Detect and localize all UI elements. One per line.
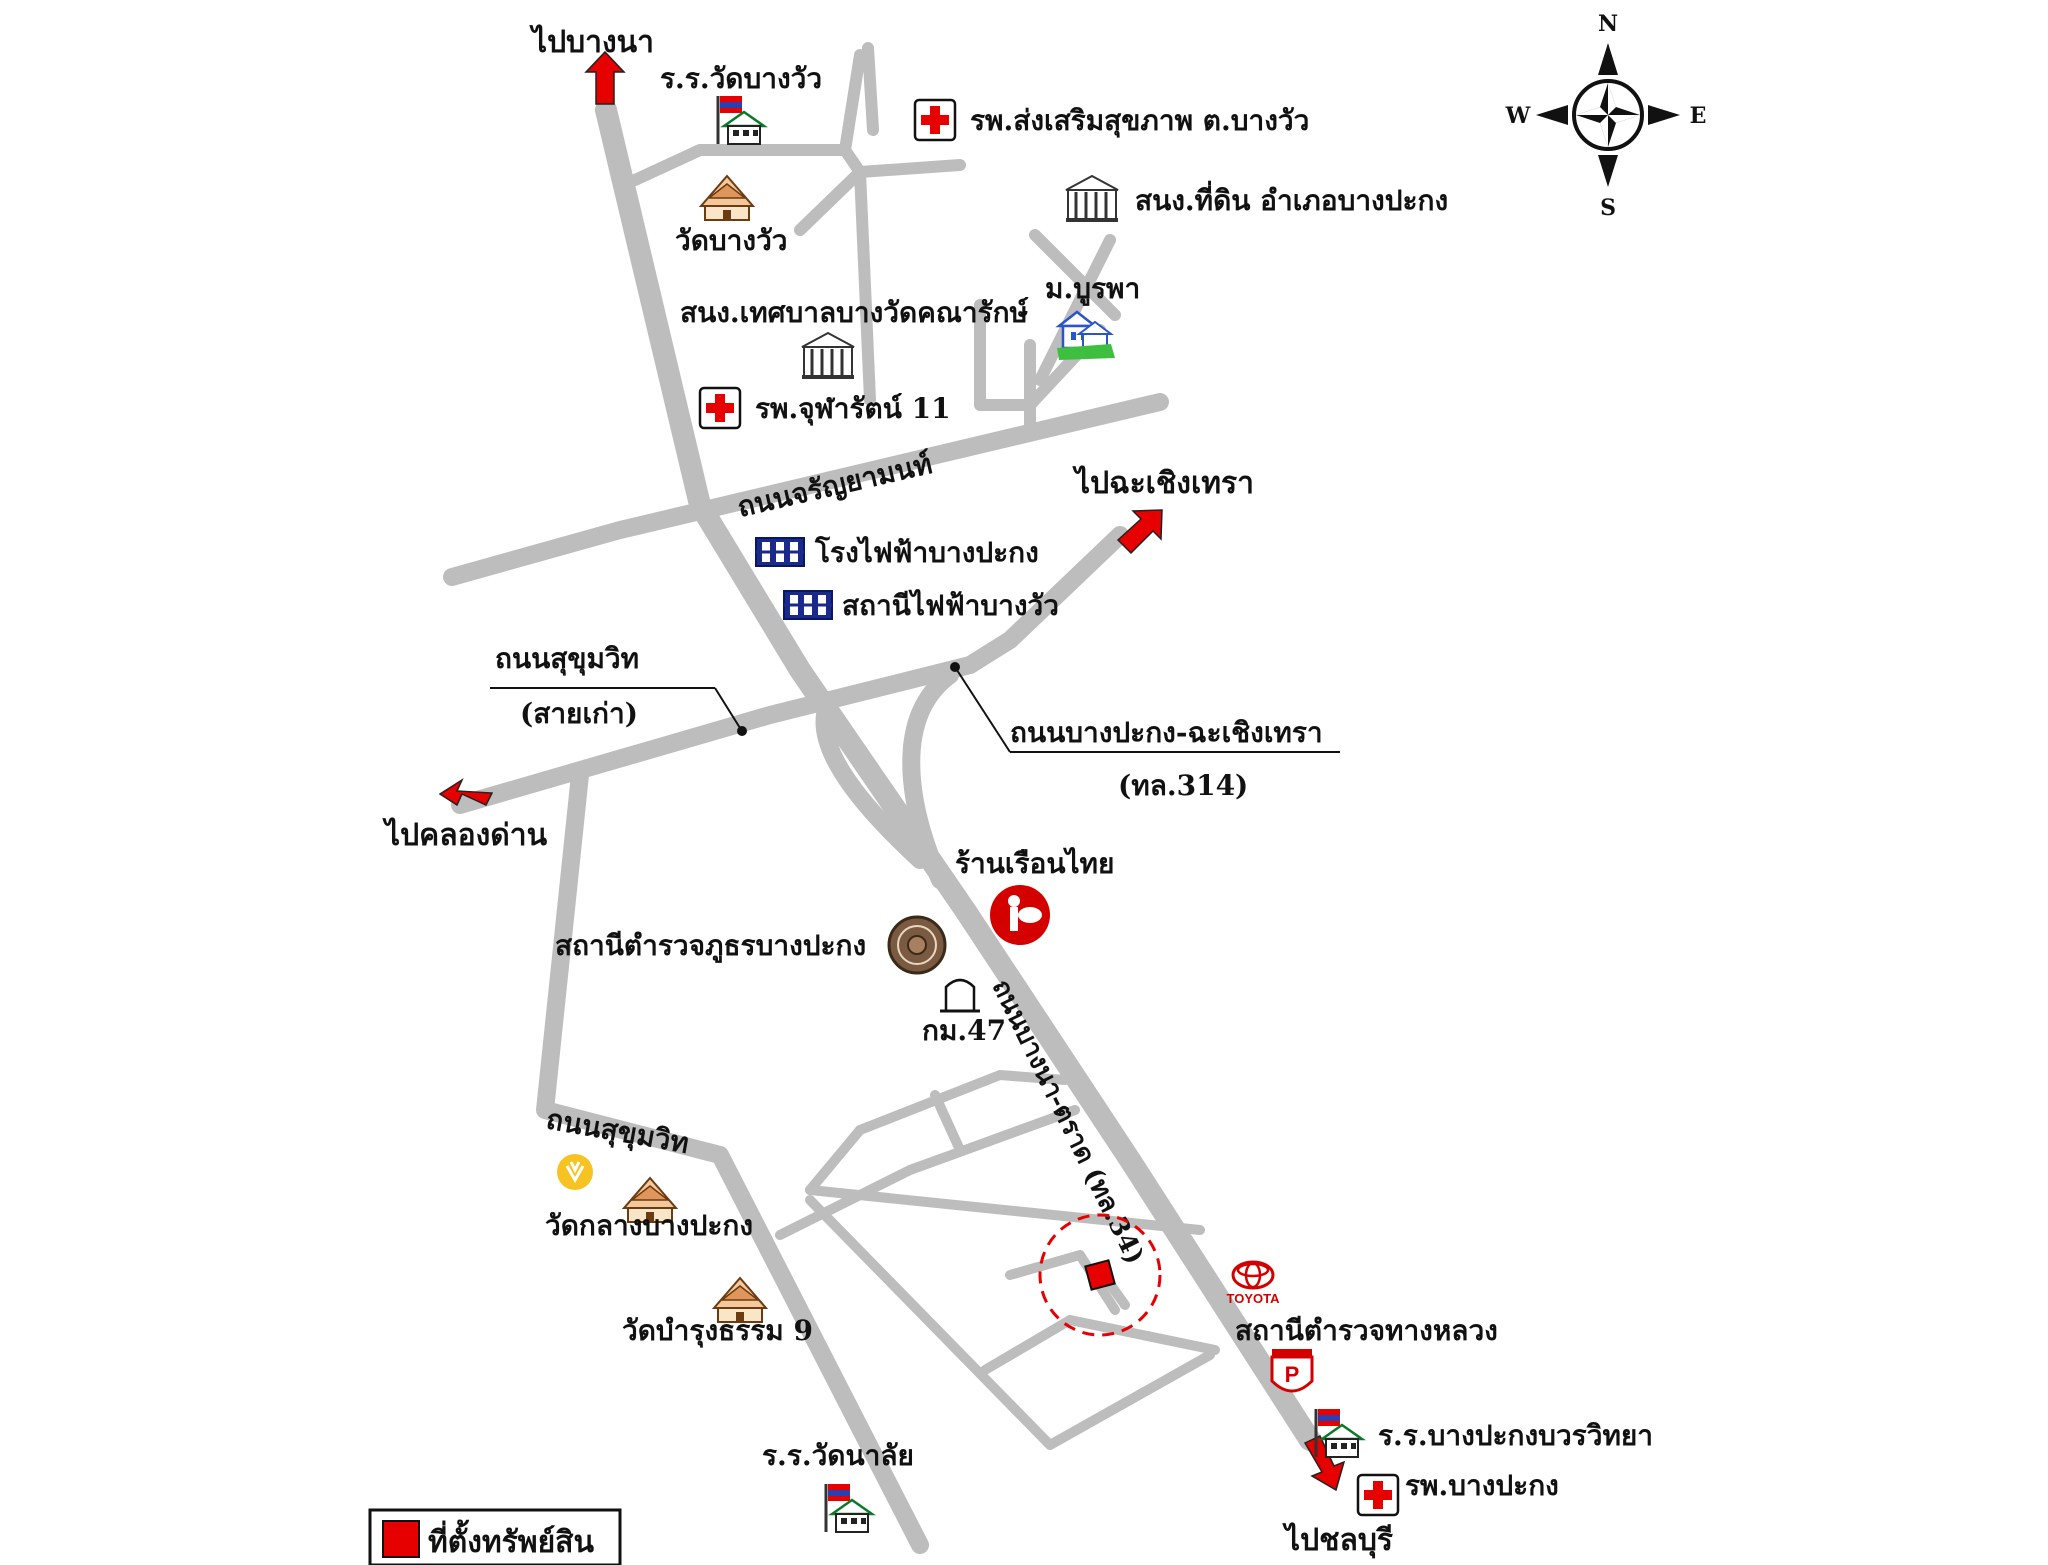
label-km-marker: กม.47	[922, 1014, 1006, 1047]
legend-property-label: ที่ตั้งทรัพย์สิน	[428, 1519, 594, 1560]
road-local-6	[775, 1165, 915, 1240]
road-local-8	[980, 1315, 1220, 1375]
restaurant-icon-ruean-thai	[990, 885, 1050, 945]
road-wat-bangwua	[629, 144, 866, 186]
road-bangna-trad	[791, 661, 1064, 1054]
sukhumvit-old-pointer-dot	[737, 726, 747, 736]
label-to-chachoengsao: ไปฉะเชิงเทรา	[1072, 465, 1254, 501]
temple-icon-wat-bangwua	[700, 175, 754, 221]
compass-north: N	[1598, 11, 1618, 37]
police-badge-icon	[887, 915, 947, 975]
road-north-east-spur	[854, 159, 966, 178]
label-school-bangpakong-bowon: ร.ร.บางปะกงบวรวิทยา	[1378, 1419, 1653, 1452]
compass-west: W	[1505, 103, 1531, 129]
label-wat-bangwua: วัดบางวัว	[675, 224, 788, 257]
label-road-bangpakong-chachoengsao: ถนนบางปะกง-ฉะเชิงเทรา	[1010, 716, 1323, 749]
arrow-to-khlongdan	[438, 778, 494, 807]
map-legend: ที่ตั้งทรัพย์สิน	[368, 1508, 622, 1565]
label-burapha-university: ม.บูรพา	[1045, 272, 1140, 306]
hospital-icon-health-center	[913, 98, 957, 142]
road-to-chachoengsao	[961, 526, 1129, 674]
arrow-to-bangna	[584, 50, 626, 105]
power-plant-icon	[754, 536, 806, 568]
road-local-5	[805, 1185, 1205, 1235]
road-burapha-x2	[1034, 234, 1116, 386]
road-north-branch	[854, 166, 876, 406]
road-charoenyamanut	[443, 393, 1169, 586]
road-north-fork-b	[862, 42, 879, 136]
toyota-logo-text: TOYOTA	[1227, 1291, 1281, 1306]
label-road-sukhumvit-old-sub: (สายเก่า)	[520, 697, 638, 730]
power-station-icon	[782, 589, 834, 621]
label-wat-klang-bangpakong: วัดกลางบางปะกง	[545, 1209, 753, 1242]
label-land-office: สนง.ที่ดิน อำเภอบางปะกง	[1135, 180, 1448, 217]
road-north-fork-a	[839, 49, 866, 156]
label-health-center: รพ.ส่งเสริมสุขภาพ ต.บางวัว	[970, 104, 1309, 138]
label-school-wat-bangwua: ร.ร.วัดบางวัว	[660, 62, 822, 95]
label-to-khlongdan: ไปคลองด่าน	[382, 817, 548, 853]
label-power-plant: โรงไฟฟ้าบางปะกง	[814, 535, 1039, 569]
highway-police-icon: P	[1270, 1349, 1314, 1393]
label-highway-police: สถานีตำรวจทางหลวง	[1235, 1314, 1498, 1347]
label-school-wat-nalai: ร.ร.วัดนาลัย	[762, 1439, 914, 1472]
label-ruean-thai-shop: ร้านเรือนไทย	[955, 847, 1114, 880]
road-local-1	[855, 1070, 1070, 1135]
bank-logo-icon	[557, 1154, 593, 1190]
label-road-sukhumvit-old: ถนนสุขุมวิท	[495, 642, 639, 676]
road-burapha-x1	[1029, 229, 1121, 321]
gov-building-icon-land-office	[1064, 174, 1120, 224]
road-local-3	[905, 1105, 1080, 1175]
gov-building-icon-municipal-office	[800, 331, 856, 381]
label-chularat-hospital: รพ.จุฬารัตน์ 11	[755, 392, 951, 426]
road-burapha-loop	[974, 299, 1106, 411]
road-interchange-curve-west	[815, 691, 929, 869]
label-police-station: สถานีตำรวจภูธรบางปะกง	[555, 929, 866, 963]
university-icon-burapha	[1055, 310, 1115, 360]
property-location-marker	[1038, 1213, 1162, 1337]
road-local-9	[1005, 1250, 1120, 1315]
label-road-charoenyamanut: ถนนจรัญยามนท์	[734, 447, 935, 524]
arrow-to-chachoengsao	[1116, 509, 1163, 555]
hospital-icon-chularat	[698, 386, 742, 430]
school-icon-wat-bangwua	[716, 94, 766, 146]
road-network	[443, 42, 1321, 1554]
road-local-7	[805, 1195, 1215, 1450]
label-to-bangna: ไปบางนา	[529, 24, 654, 60]
road-sukhumvit	[536, 766, 929, 1554]
label-wat-bamrung-tham: วัดบำรุงธรรม 9	[622, 1314, 813, 1348]
compass-east: E	[1690, 103, 1707, 129]
hospital-icon-bangpakong	[1356, 1473, 1400, 1517]
label-power-station: สถานีไฟฟ้าบางวัว	[842, 589, 1059, 622]
road-sukhumvit-old	[451, 656, 979, 814]
road-interchange-curve-east	[902, 666, 959, 889]
toyota-logo-icon: TOYOTA	[1227, 1260, 1281, 1306]
road-local-2	[930, 1090, 965, 1155]
label-to-chonburi: ไปชลบุรี	[1282, 1522, 1393, 1559]
compass-south: S	[1600, 195, 1616, 221]
school-icon-wat-nalai	[824, 1482, 874, 1534]
compass-rose-icon: N S E W	[1505, 11, 1707, 221]
road-north-west-spur	[794, 166, 866, 236]
label-road-route-314: (ทล.314)	[1118, 769, 1248, 802]
label-road-sukhumvit: ถนนสุขุมวิท	[544, 1102, 692, 1161]
legend-property-swatch	[382, 1520, 420, 1558]
svg-text:P: P	[1285, 1362, 1300, 1387]
km-marker-icon	[940, 978, 980, 1013]
label-bangpakong-hospital: รพ.บางปะกง	[1405, 1469, 1559, 1502]
road-local-4	[805, 1125, 865, 1195]
label-municipal-office: สนง.เทศบาลบางวัดคณารักษ์	[680, 296, 1029, 329]
